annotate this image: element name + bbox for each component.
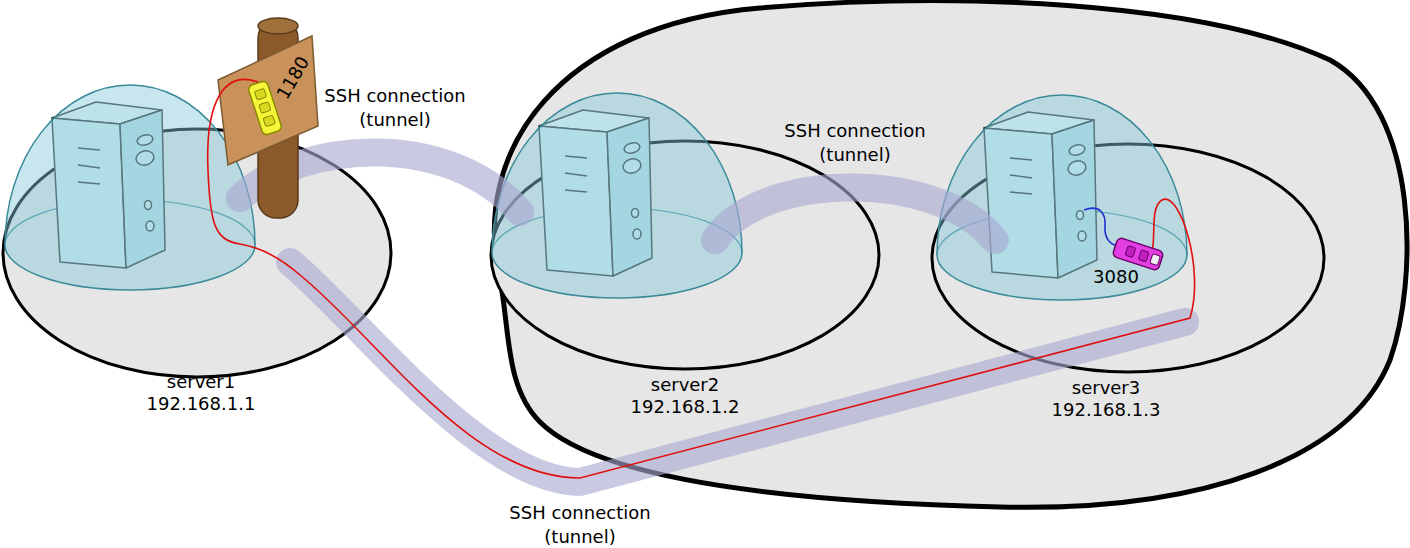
ip-address: 192.168.1.2 bbox=[490, 396, 880, 418]
ip-address: 192.168.1.1 bbox=[5, 393, 397, 415]
tunnel-label: SSH connection (tunnel) bbox=[494, 501, 666, 548]
server-zone: server1192.168.1.1 bbox=[2, 128, 394, 380]
server-illustration bbox=[491, 93, 879, 369]
ip-address: 192.168.1.3 bbox=[909, 399, 1303, 421]
sign-post-top bbox=[258, 18, 298, 34]
server-illustration bbox=[932, 95, 1324, 372]
server-caption: server3192.168.1.3 bbox=[909, 377, 1303, 421]
server-illustration bbox=[3, 85, 391, 377]
server-zone-outline bbox=[2, 128, 394, 380]
server-name: server2 bbox=[490, 374, 880, 396]
server-caption: server1192.168.1.1 bbox=[5, 371, 397, 415]
server-zone-outline bbox=[490, 140, 880, 370]
tunnel-label: SSH connection (tunnel) bbox=[309, 84, 481, 132]
server-name: server3 bbox=[909, 377, 1303, 399]
server-zone-outline bbox=[931, 143, 1325, 373]
server-zone: server3192.168.1.3 bbox=[931, 143, 1325, 373]
port-socket bbox=[247, 80, 282, 136]
port-number: 1180 bbox=[271, 51, 315, 105]
server-name: server1 bbox=[5, 371, 397, 393]
server-zone: server2192.168.1.2 bbox=[490, 140, 880, 370]
server-caption: server2192.168.1.2 bbox=[490, 374, 880, 418]
